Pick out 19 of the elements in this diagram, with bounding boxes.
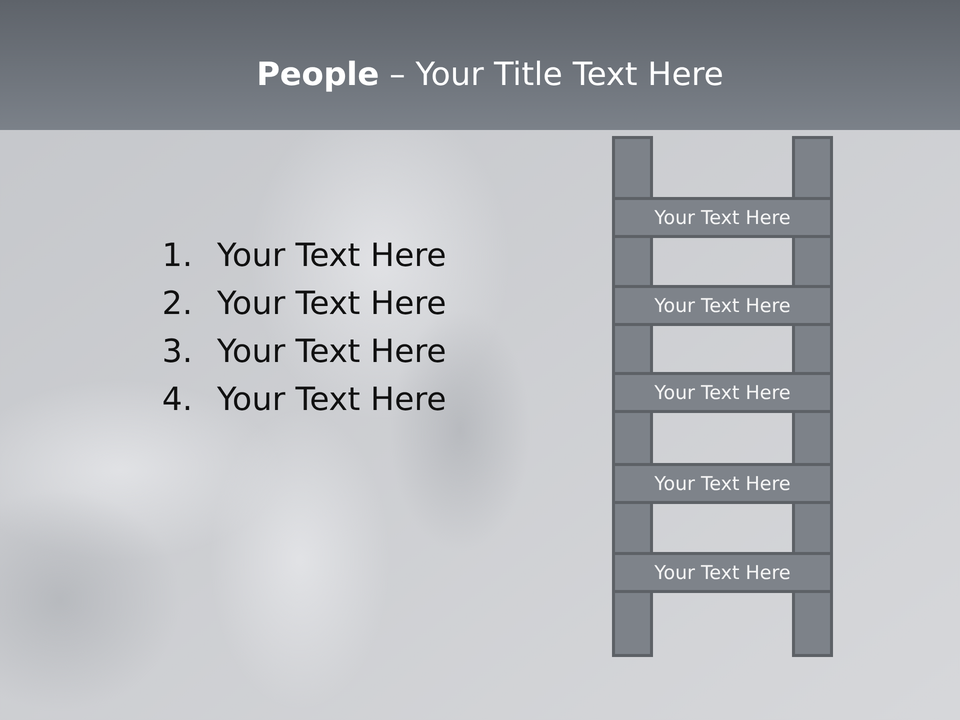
ladder-rung bbox=[612, 552, 833, 593]
slide-title: People – Your Title Text Here bbox=[255, 54, 725, 95]
list-item: Your Text Here bbox=[217, 283, 446, 324]
ladder-rung bbox=[612, 372, 833, 413]
ladder-rung bbox=[612, 197, 833, 238]
list-number: 1. bbox=[162, 235, 193, 276]
list-item: Your Text Here bbox=[217, 331, 446, 372]
list-item: Your Text Here bbox=[217, 235, 446, 276]
ladder-rung bbox=[612, 285, 833, 326]
ladder-rung bbox=[612, 463, 833, 504]
rung-text: Your Text Here bbox=[654, 562, 791, 584]
rung-text: Your Text Here bbox=[654, 472, 791, 494]
list-item: Your Text Here bbox=[217, 379, 446, 420]
list-number: 3. bbox=[162, 331, 193, 372]
rung-text: Your Text Here bbox=[654, 382, 791, 404]
rung-text: Your Text Here bbox=[654, 294, 791, 316]
rung-text: Your Text Here bbox=[654, 206, 791, 228]
list-number: 2. bbox=[162, 283, 193, 324]
list-number: 4. bbox=[162, 379, 193, 420]
